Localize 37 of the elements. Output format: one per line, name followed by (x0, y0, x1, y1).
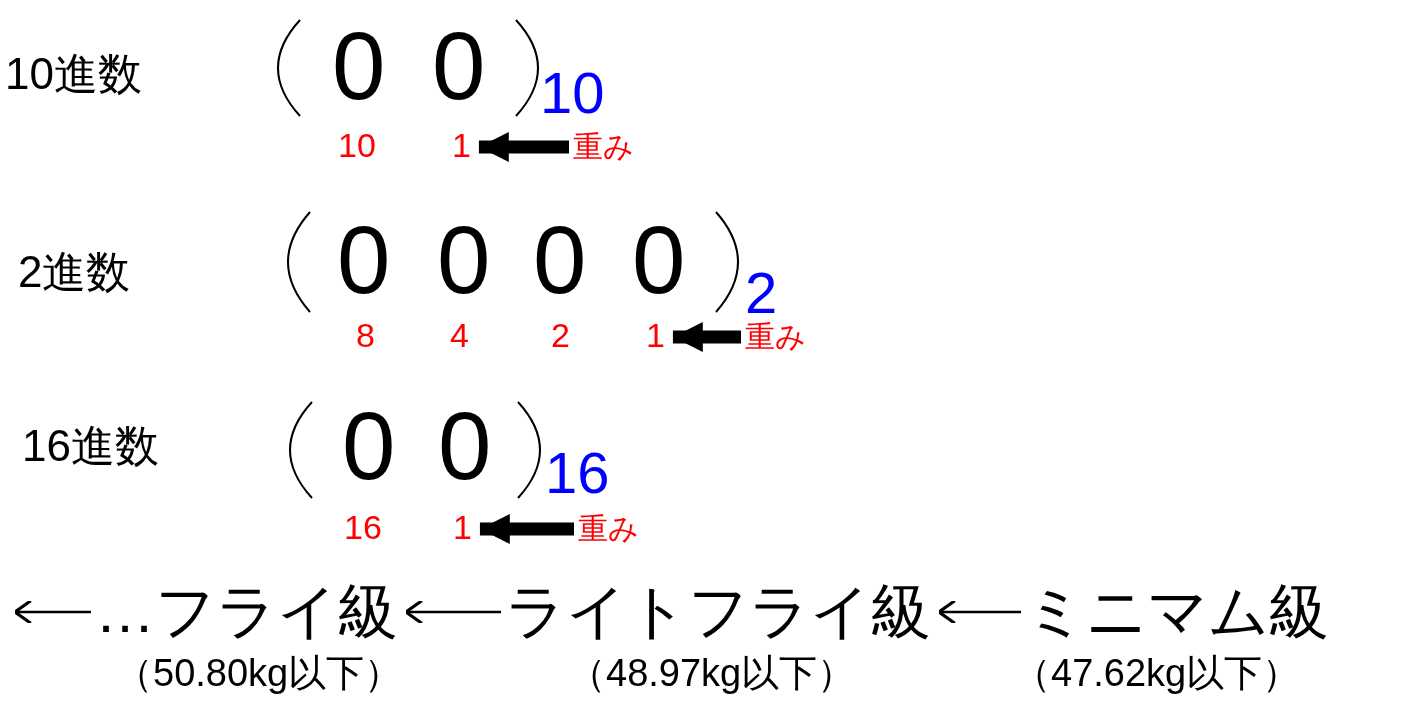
arrow (478, 132, 569, 162)
weight-number: 4 (450, 318, 469, 352)
digit: 0 (342, 398, 396, 494)
weight-limit: （47.62kg以下） (1013, 654, 1301, 692)
digit: 0 (632, 212, 686, 308)
weight-class-label: ミニマム級 (1025, 582, 1329, 642)
weight-label: 重み (745, 322, 806, 352)
base-subscript: 10 (540, 64, 605, 122)
arrow (479, 514, 574, 544)
weight-number: 2 (551, 318, 570, 352)
weight-class-label: …フライ級 (95, 582, 398, 642)
row-label: 2進数 (18, 250, 131, 294)
arrow (672, 322, 741, 352)
arrow (404, 599, 501, 625)
weight-class-label: ライトフライ級 (505, 582, 931, 642)
base-subscript: 16 (545, 444, 610, 502)
weight-number: 1 (453, 510, 472, 544)
weight-limit: （48.97kg以下） (568, 654, 856, 692)
digit: 0 (332, 18, 386, 114)
weight-label: 重み (573, 132, 634, 162)
weight-label: 重み (578, 514, 639, 544)
weight-number: 1 (646, 318, 665, 352)
row-label: 16進数 (22, 424, 159, 468)
digit: 0 (438, 398, 492, 494)
digit: 0 (432, 18, 486, 114)
weight-number: 10 (338, 128, 376, 162)
weight-number: 16 (344, 510, 382, 544)
row-label: 10進数 (5, 52, 142, 96)
weight-limit: （50.80kg以下） (115, 654, 403, 692)
weight-number: 8 (356, 318, 375, 352)
weight-number: 1 (452, 128, 471, 162)
digit: 0 (533, 212, 587, 308)
digit: 0 (337, 212, 391, 308)
arrow (937, 599, 1021, 625)
digit: 0 (437, 212, 491, 308)
base-subscript: 2 (745, 264, 778, 322)
arrow (13, 599, 91, 625)
